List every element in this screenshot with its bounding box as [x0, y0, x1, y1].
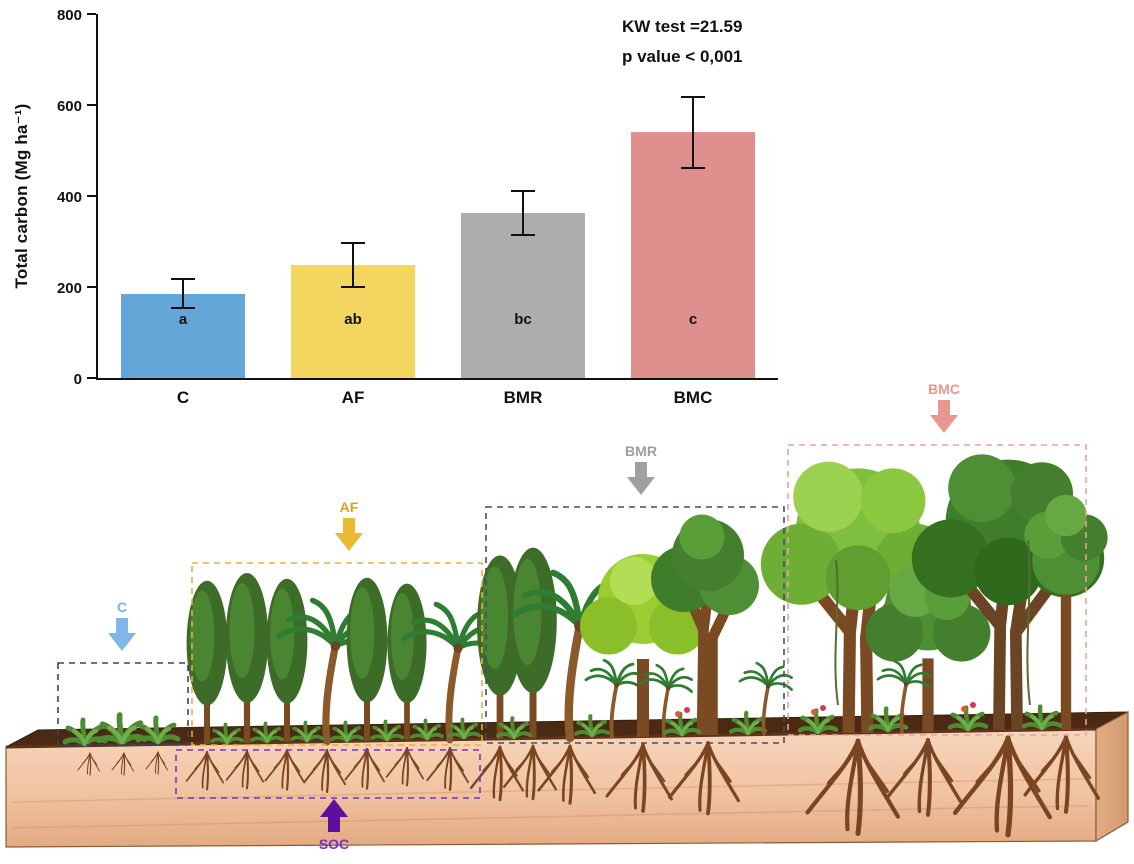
x-category-label-bmr: BMR — [503, 388, 543, 407]
liana-vine — [1026, 539, 1031, 706]
y-tick — [87, 376, 96, 379]
label-soc: SOC — [319, 836, 349, 852]
label-c: C — [117, 599, 127, 615]
x-category-label-af: AF — [341, 388, 365, 407]
error-cap-bottom — [171, 307, 195, 310]
zone-box-bmc — [787, 444, 1087, 736]
c-arrow — [108, 618, 136, 651]
sig-letter-c: a — [178, 311, 188, 328]
bar-bmr — [461, 213, 585, 378]
liana-vine — [834, 559, 839, 706]
tree-columnar — [225, 573, 269, 743]
error-bar-c — [182, 279, 184, 309]
error-cap-bottom — [681, 166, 705, 169]
sig-letter-bmc: c — [688, 311, 698, 328]
zone-box-bmr — [485, 506, 785, 744]
zone-labels: C AF BMR BMC SOC — [117, 381, 960, 852]
error-cap-top — [171, 278, 195, 281]
tree-columnar — [509, 547, 557, 738]
kw-test-text: KW test =21.59 — [622, 17, 743, 36]
error-cap-top — [341, 242, 365, 245]
y-tick — [87, 194, 96, 197]
label-bmr: BMR — [625, 443, 657, 459]
stats-annotation: KW test =21.59 p value < 0,001 — [622, 12, 743, 72]
sig-letter-bmr: bc — [514, 311, 532, 328]
error-bar-af — [352, 243, 354, 287]
error-cap-top — [511, 190, 535, 193]
zone-boxes — [57, 444, 1087, 799]
x-category-label-c: C — [176, 388, 190, 407]
soil-side-face — [1095, 711, 1129, 843]
error-cap-top — [681, 95, 705, 98]
error-cap-bottom — [511, 234, 535, 237]
flower — [961, 702, 976, 712]
total-carbon-bar-chart: Total carbon (Mg ha⁻¹) KW test =21.59 p … — [0, 0, 810, 432]
y-tick — [87, 12, 96, 15]
x-category-label-bmc: BMC — [673, 388, 713, 407]
y-tick-label: 400 — [56, 189, 82, 206]
y-tick — [87, 285, 96, 288]
zone-box-af — [191, 562, 483, 746]
zone-box-c — [57, 662, 189, 746]
y-tick-label: 0 — [73, 371, 82, 388]
bmc-arrow — [930, 400, 958, 433]
tree-columnar — [186, 580, 228, 744]
tree-columnar — [387, 583, 427, 740]
label-af: AF — [340, 499, 359, 515]
sig-letter-af: ab — [344, 311, 362, 328]
error-cap-bottom — [341, 286, 365, 288]
bmr-arrow — [627, 462, 655, 495]
error-bar-bmr — [522, 191, 524, 236]
y-tick-label: 600 — [56, 98, 82, 115]
y-tick — [87, 103, 96, 106]
y-tick-label: 800 — [56, 7, 82, 24]
tree-columnar — [266, 578, 308, 742]
error-bar-bmc — [692, 96, 694, 168]
y-tick-label: 200 — [56, 280, 82, 297]
p-value-text: p value < 0,001 — [622, 47, 743, 66]
af-arrow — [335, 518, 363, 551]
bar-bmc — [631, 132, 755, 378]
flower — [675, 707, 690, 717]
vegetation — [65, 454, 1108, 744]
soil-front-face — [5, 728, 1097, 848]
tree-columnar — [346, 577, 388, 741]
flower — [811, 705, 826, 715]
label-bmc: BMC — [928, 381, 960, 397]
